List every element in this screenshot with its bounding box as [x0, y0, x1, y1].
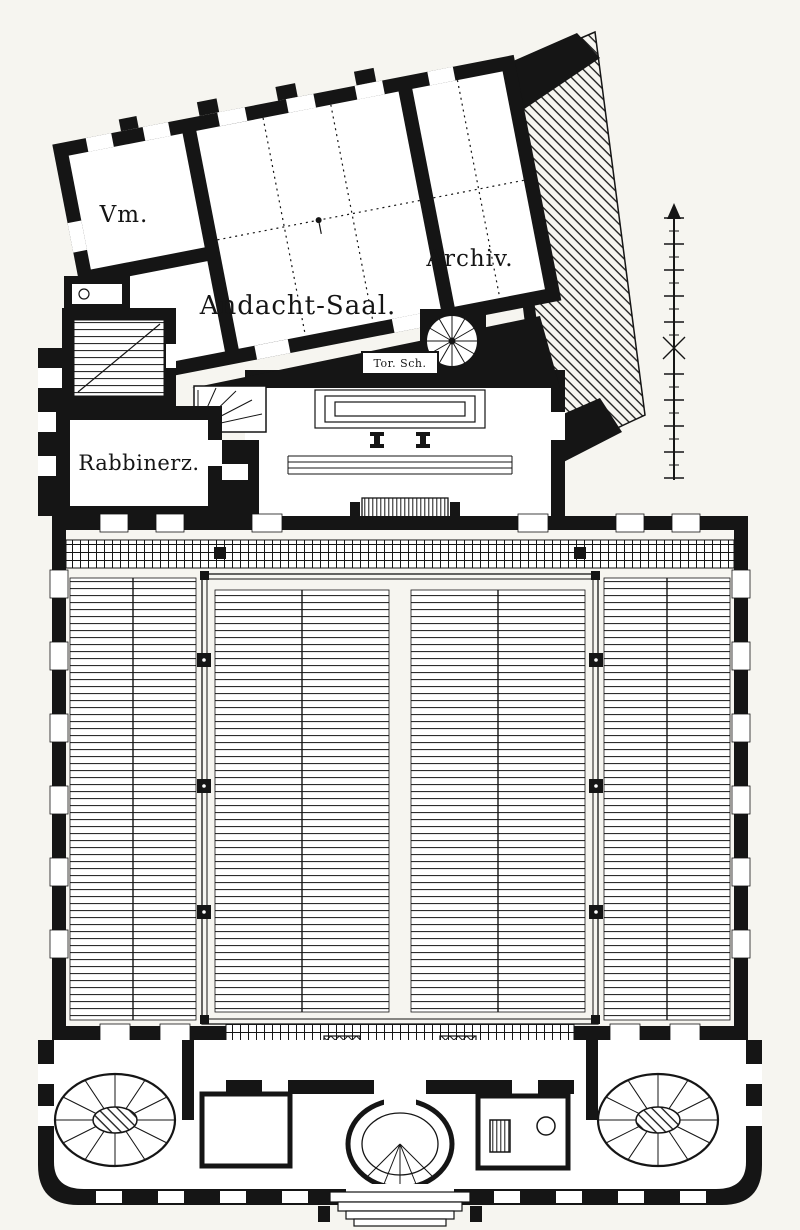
small-chamber [64, 276, 130, 312]
label-rabbinerz: Rabbinerz. [78, 451, 199, 475]
oval-staircase-right [596, 1072, 720, 1168]
ark-columns [370, 432, 430, 448]
left-annex [38, 276, 248, 520]
vestibule-quoins [38, 1064, 762, 1203]
connector-wall [222, 440, 248, 520]
label-vm: Vm. [99, 202, 149, 228]
torah-ark-box [361, 351, 439, 375]
label-archiv: Archiv. [425, 246, 513, 272]
staircase-chamber [62, 308, 176, 408]
pews-right-outer [603, 577, 731, 1021]
plan-labels: Vm. Andacht-Saal. Archiv. Rabbinerz. Tor… [78, 202, 513, 475]
main-hall [49, 513, 751, 1081]
room-archiv [412, 71, 545, 307]
label-tor-sch: Tor. Sch. [374, 357, 427, 370]
pier-mark [574, 547, 586, 559]
entrance-porch [345, 1096, 455, 1191]
partition-doors [262, 1080, 538, 1094]
wing-windows [67, 66, 456, 360]
pews-left-inner [214, 589, 390, 1013]
hall-windows [49, 513, 751, 1043]
apse-steps [287, 455, 513, 475]
vestibule [38, 1040, 762, 1227]
vestibule-rooms [199, 1091, 571, 1171]
hall-columns [197, 571, 603, 1024]
scale-bar [662, 203, 686, 480]
pier-mark [214, 547, 226, 559]
oval-staircase-left [53, 1072, 177, 1168]
label-andacht-saal: Andacht-Saal. [199, 291, 397, 321]
room-vm [68, 133, 205, 270]
ark-platform [314, 389, 486, 429]
entrance-steps [318, 1184, 482, 1227]
pews-right-inner [410, 589, 586, 1013]
rabbiner-room [56, 406, 222, 520]
chandelier-mark [315, 217, 322, 224]
checkered-band-top [65, 539, 735, 569]
pews-left-outer [69, 577, 197, 1021]
